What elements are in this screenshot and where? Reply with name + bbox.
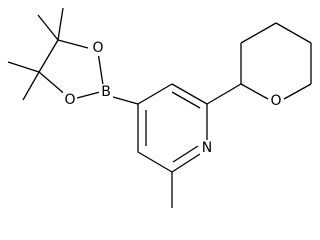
boronate-oxygen-lower-text: O [64,92,75,108]
boron-text: B [101,84,111,100]
atom-label-boronate-oxygen-lower: O [63,92,77,108]
pyridine-bond-c5-c6 [171,83,208,105]
boronate-oxygen-upper-text: O [92,40,103,56]
atom-label-boron: B [99,84,113,100]
pyridine-pyran-bond [206,83,242,105]
pyridine-double-bond-c5-c6-inner [171,91,201,109]
pyran-bond-c4-c5 [275,22,312,44]
methyl-bond-lower-left [7,61,40,73]
methyl-bond-upper-right [57,7,64,41]
methyl-bond-lower-bottom [22,71,40,101]
atom-label-pyran-oxygen: O [269,93,283,109]
pyran-bond-c3-c4 [240,22,277,44]
pyridine-bond-c4-c5 [137,83,173,105]
lower-o-b-bond [76,91,101,99]
pyridine-double-bond-n-c2-inner [172,145,199,163]
methyl-bond-upper-left [37,14,59,41]
chemical-structure-diagram: O O B N O [7,7,312,208]
pyran-bond-o-c2 [240,83,269,100]
upper-o-b-bond [97,51,104,86]
pyridine-nitrogen-text: N [202,140,212,156]
atom-label-pyridine-nitrogen: N [200,140,214,156]
atom-label-boronate-oxygen-upper: O [91,40,105,56]
pinacol-c-o-lower-bond [38,71,68,97]
boron-pyridine-bond [112,96,139,105]
pyran-oxygen-text: O [270,93,281,109]
pinacol-c-o-upper-bond [57,39,89,49]
pinacol-cc-bond [38,39,59,73]
pyridine-bond-c2-c3 [137,151,173,173]
pyran-bond-c6-o [283,83,312,100]
pyridine-bond-n-c2 [171,153,201,173]
